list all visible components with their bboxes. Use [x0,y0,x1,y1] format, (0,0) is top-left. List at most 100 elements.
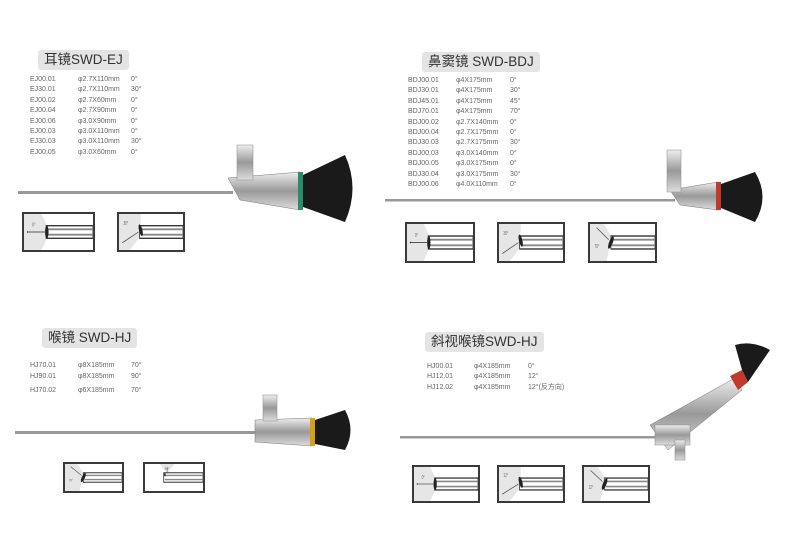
view-angle: 0° [131,148,138,156]
model-code: HJ70.02 [30,386,57,394]
view-angle: 0° [510,149,517,157]
model-code: HJ12.02 [427,383,454,391]
view-angle: 0° [131,76,138,83]
model-code: BDJ45.01 [408,97,439,105]
view-angle: 0° [510,180,517,188]
section-title: 耳镜SWD-EJ [38,50,129,70]
view-angle: 0° [510,160,517,168]
view-angle-diagram: 12° [582,465,650,503]
view-angle: 90° [131,372,142,380]
model-code: BDJ00.02 [408,118,439,126]
view-angle: 70° [131,386,142,394]
dimensions: φ3.0X175mm [456,170,499,178]
dimensions: φ2.7X110mm [78,76,120,83]
view-angle: 30° [510,139,521,147]
model-code: BDJ30.01 [408,87,439,95]
view-angle-diagram: 12° [497,465,565,503]
view-angle: 0° [510,128,517,136]
view-angle-label: 30° [503,230,508,236]
dimensions: φ4X175mm [456,77,493,84]
dimensions: φ8X185mm [78,362,115,369]
dimensions: φ2.7X175mm [456,128,499,136]
view-angle-label: 70° [69,478,74,483]
model-code: HJ90.01 [30,372,57,380]
view-angle: 0° [131,96,138,104]
view-angle-label: 30° [123,220,128,226]
view-angle-label: 90° [165,467,170,472]
view-angle-label: 0° [415,232,418,238]
laryngoscope-image [15,394,351,450]
model-code: EJ00.01 [30,76,56,83]
dimensions: φ4X185mm [474,373,511,381]
dimensions: φ4X175mm [456,97,493,105]
dimensions: φ2.7X60mm [78,96,117,104]
view-angle: 70° [131,362,142,369]
view-angle-label: 70° [594,243,599,249]
model-code: EJ00.06 [30,117,56,125]
dimensions: φ4X175mm [456,87,493,95]
view-angle: 70° [510,108,521,116]
view-angle-label: 12° [503,472,508,478]
dimensions: φ3.0X60mm [78,148,117,156]
model-code: HJ12.01 [427,373,454,381]
view-angle: 0° [510,118,517,126]
view-angle: 30° [510,170,521,178]
dimensions: φ3.0X90mm [78,117,117,125]
view-angle: 0° [528,363,535,370]
dimensions: φ4X175mm [456,108,493,116]
section-title: 鼻窦镜 SWD-BDJ [422,52,540,72]
view-angle-diagram: 90° [143,462,205,493]
model-code: HJ00.01 [427,363,454,370]
view-angle: 12° [528,373,539,381]
dimensions: φ3.0X140mm [456,149,499,157]
view-angle-diagram: 30° [497,222,565,263]
model-code: BDJ00.05 [408,160,439,168]
dimensions: φ4X185mm [474,383,511,391]
view-angle-label: 0° [32,222,35,228]
view-angle-label: 0° [422,474,425,480]
view-angle-diagram: 70° [63,462,124,493]
dimensions: φ2.7X175mm [456,139,499,147]
otoscope-image [18,144,353,222]
view-angle-diagram: 0° [22,212,95,252]
model-code: EJ30.03 [30,138,56,146]
model-code: EJ00.05 [30,148,56,156]
model-code: BDJ00.03 [408,149,439,157]
model-code: EJ00.04 [30,107,56,115]
model-code: EJ30.01 [30,86,56,94]
view-angle: 30° [510,87,521,95]
dimensions: φ4.0X110mm [456,180,498,188]
view-angle-label: 12° [588,484,593,490]
view-angle: 30° [131,86,142,94]
model-code: BDJ70.01 [408,108,439,116]
dimensions: φ4X185mm [474,363,511,370]
dimensions: φ3.0X110mm [78,138,120,146]
oblique-laryngoscope-image [400,343,770,461]
dimensions: φ6X185mm [78,386,115,394]
view-angle: 45° [510,97,521,105]
view-angle-diagram: 0° [405,222,475,263]
section-title: 喉镜 SWD-HJ [42,328,138,348]
model-code: BDJ00.06 [408,180,439,188]
view-angle: 0° [510,77,517,84]
view-angle-diagram: 70° [588,222,657,263]
dimensions: φ2.7X140mm [456,118,499,126]
view-angle-diagram: 30° [117,212,185,252]
model-code: EJ00.02 [30,96,56,104]
model-code: EJ00.03 [30,127,56,135]
model-code: BDJ30.04 [408,170,439,178]
section-title: 斜视喉镜SWD-HJ [425,332,544,352]
view-angle: 0° [131,107,138,115]
dimensions: φ3.0X110mm [78,127,120,135]
view-angle: 30° [131,138,142,146]
view-angle-diagram: 0° [412,465,480,503]
dimensions: φ3.0X175mm [456,160,499,168]
dimensions: φ2.7X90mm [78,107,117,115]
model-code: BDJ00.01 [408,77,439,84]
sinuscope-image [385,149,763,222]
model-code: BDJ00.04 [408,128,439,136]
view-angle: 0° [131,127,138,135]
view-angle: 12°(反方向) [528,383,565,391]
view-angle: 0° [131,117,138,125]
